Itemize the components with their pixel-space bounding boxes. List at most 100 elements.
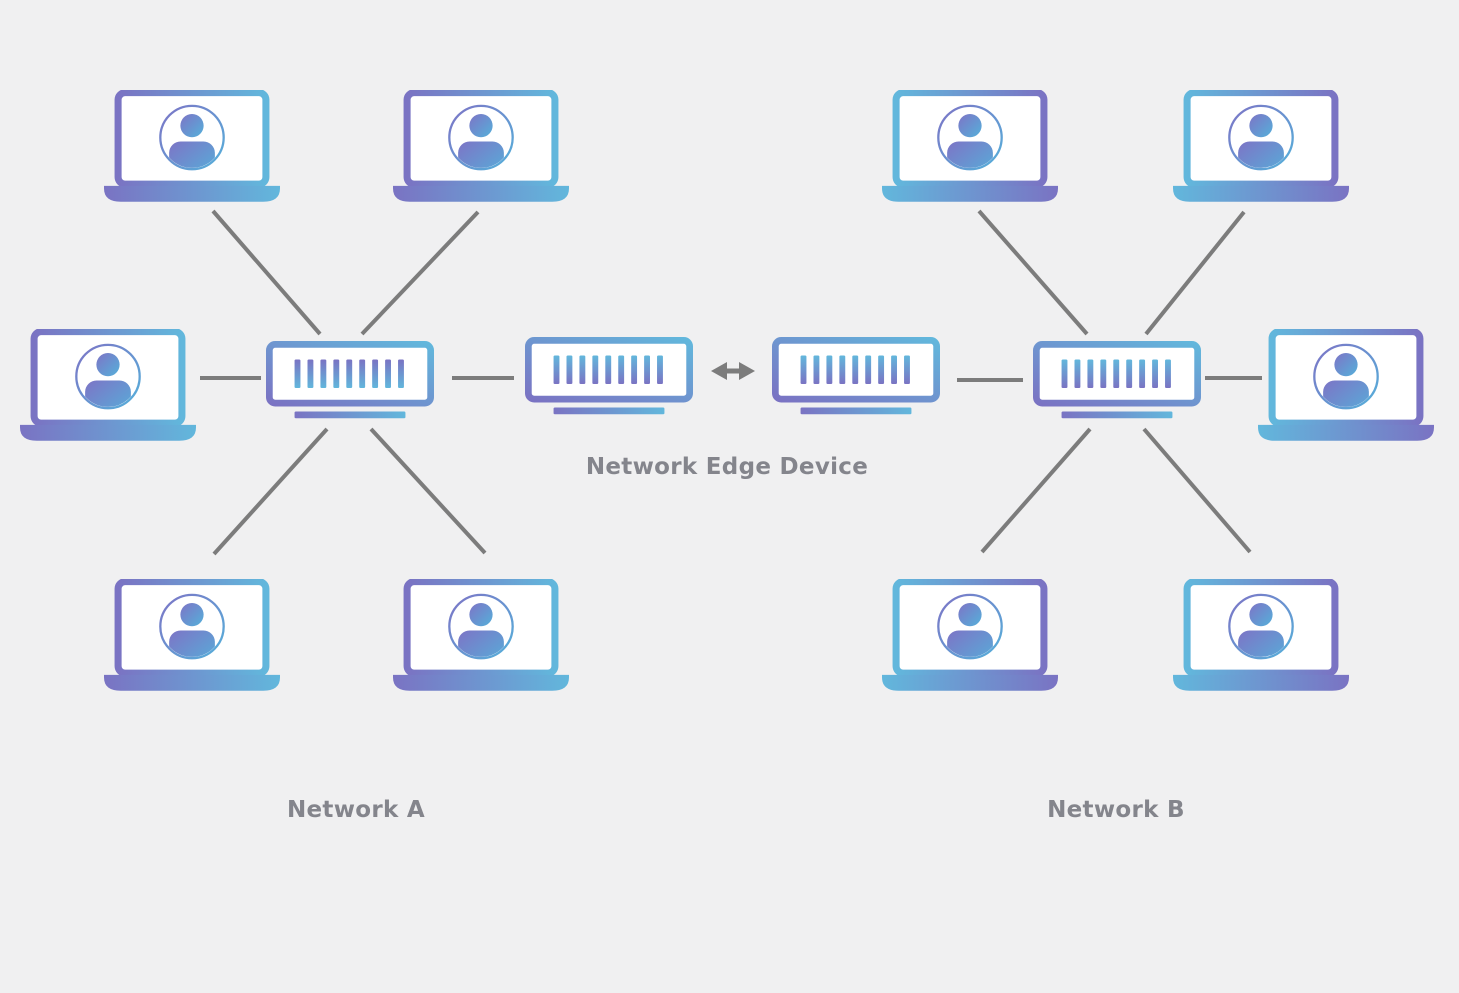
connection-line (1142, 427, 1252, 554)
connection-line (211, 209, 322, 336)
laptop-with-user-avatar-icon (882, 578, 1058, 691)
avatar-body (947, 141, 993, 168)
laptop-screen (403, 89, 559, 188)
avatar-body (169, 630, 215, 657)
network-a-label: Network A (286, 797, 426, 823)
laptop-screen (892, 578, 1048, 677)
laptop-with-user-avatar-icon (104, 89, 280, 202)
laptop-node-a1 (104, 89, 280, 204)
connection-line (980, 427, 1092, 554)
laptop-node-b1 (882, 89, 1058, 204)
laptop-screen (1183, 578, 1339, 677)
avatar-ring (159, 104, 225, 171)
avatar-ring (1228, 593, 1294, 660)
avatar-body (458, 630, 504, 657)
avatar-head (1334, 353, 1358, 377)
laptop-base (104, 674, 280, 691)
network-edge-device-label: Network Edge Device (585, 454, 869, 480)
user-avatar-icon (1228, 104, 1294, 171)
laptop-node-b5 (1173, 578, 1349, 693)
laptop-base (1173, 674, 1349, 691)
avatar-head (96, 353, 120, 377)
laptop-screen (1268, 328, 1424, 427)
network-switch-icon (1033, 341, 1201, 419)
laptop-base (20, 424, 196, 441)
avatar-head (180, 114, 204, 138)
switch-ports (1061, 359, 1171, 389)
avatar-ring (1228, 104, 1294, 171)
laptop-node-b2 (1173, 89, 1349, 204)
double-headed-arrow-icon (711, 362, 755, 380)
user-avatar-icon (159, 104, 225, 171)
avatar-ring (1313, 343, 1379, 410)
avatar-body (458, 141, 504, 168)
user-avatar-icon (937, 104, 1003, 171)
avatar-head (958, 603, 982, 627)
laptop-with-user-avatar-icon (1173, 578, 1349, 691)
connection-line (369, 427, 487, 555)
user-avatar-icon (937, 593, 1003, 660)
user-avatar-icon (448, 593, 514, 660)
laptop-with-user-avatar-icon (1258, 328, 1434, 441)
laptop-node-a4 (104, 578, 280, 693)
avatar-ring (159, 593, 225, 660)
user-avatar-icon (75, 343, 141, 410)
connection-line (212, 427, 329, 556)
user-avatar-icon (1228, 593, 1294, 660)
network-b-label: Network B (1047, 797, 1185, 823)
avatar-head (469, 603, 493, 627)
avatar-ring (937, 593, 1003, 660)
laptop-base (393, 674, 569, 691)
laptop-screen (403, 578, 559, 677)
laptop-node-b4 (882, 578, 1058, 693)
avatar-head (958, 114, 982, 138)
user-avatar-icon (159, 593, 225, 660)
laptop-with-user-avatar-icon (104, 578, 280, 691)
switch-ports (800, 355, 910, 385)
switch-shadow-bar (1061, 411, 1173, 419)
laptop-with-user-avatar-icon (882, 89, 1058, 202)
laptop-base (1258, 424, 1434, 441)
switch-ports (553, 355, 663, 385)
laptop-node-a3 (20, 328, 196, 443)
network-edge-device-icon (772, 337, 940, 415)
user-avatar-icon (448, 104, 514, 171)
laptop-node-b3 (1258, 328, 1434, 443)
avatar-body (169, 141, 215, 168)
avatar-head (180, 603, 204, 627)
laptop-base (393, 185, 569, 202)
laptop-screen (30, 328, 186, 427)
edge-device-b (772, 337, 940, 417)
switch-ports (294, 359, 404, 389)
laptop-screen (892, 89, 1048, 188)
avatar-ring (75, 343, 141, 410)
network-switch-a (266, 341, 434, 421)
avatar-head (469, 114, 493, 138)
avatar-body (85, 380, 131, 407)
avatar-body (1238, 630, 1284, 657)
edge-device-a (525, 337, 693, 417)
laptop-with-user-avatar-icon (393, 89, 569, 202)
laptop-node-a5 (393, 578, 569, 693)
avatar-body (947, 630, 993, 657)
switch-shadow-bar (800, 407, 912, 415)
avatar-body (1323, 380, 1369, 407)
network-edge-device-icon (525, 337, 693, 415)
avatar-ring (448, 104, 514, 171)
laptop-screen (114, 89, 270, 188)
laptop-with-user-avatar-icon (393, 578, 569, 691)
laptop-base (882, 185, 1058, 202)
laptop-screen (1183, 89, 1339, 188)
switch-shadow-bar (553, 407, 665, 415)
laptop-with-user-avatar-icon (1173, 89, 1349, 202)
connection-line (360, 210, 480, 336)
switch-shadow-bar (294, 411, 406, 419)
connection-line (1144, 210, 1246, 336)
user-avatar-icon (1313, 343, 1379, 410)
avatar-ring (937, 104, 1003, 171)
laptop-base (104, 185, 280, 202)
avatar-head (1249, 114, 1273, 138)
avatar-ring (448, 593, 514, 660)
